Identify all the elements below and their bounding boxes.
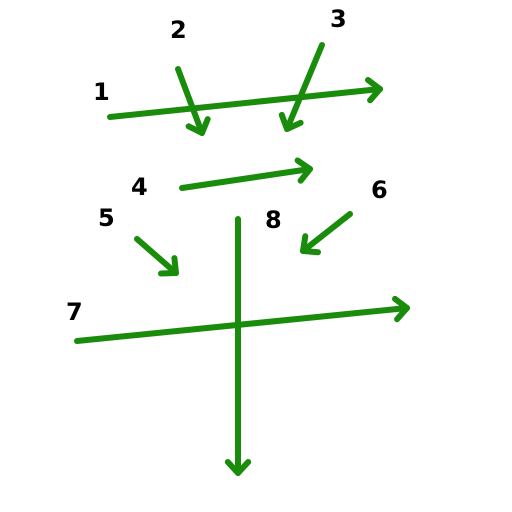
stroke-4-line [179,166,313,191]
stroke-6-arrow [300,211,353,256]
stroke-5-arrowhead-icon [158,255,179,277]
stroke-4-arrowhead-icon [294,157,313,184]
strokes-layer [74,42,410,476]
stroke-7-arrowhead-icon [392,295,410,323]
stroke-7-number-label: 7 [66,298,83,326]
stroke-6-line [300,211,353,254]
stroke-6-number-label: 6 [371,176,388,204]
stroke-2-line [175,66,205,136]
stroke-1-line [107,86,383,120]
stroke-8-arrowhead-icon [224,459,252,476]
stroke-2-number-label: 2 [170,16,187,44]
stroke-2-arrow [175,66,211,136]
stroke-7-line [74,305,410,344]
stroke-7-arrow [74,295,410,344]
stroke-3-arrowhead-icon [278,111,304,132]
stroke-5-number-label: 5 [98,204,115,232]
stroke-8-number-label: 8 [265,206,282,234]
stroke-4-number-label: 4 [131,173,148,201]
stroke-3-arrow [278,42,325,132]
stroke-4-arrow [179,157,313,191]
stroke-1-arrowhead-icon [365,77,383,104]
stroke-6-arrowhead-icon [300,233,321,256]
numbers-layer: 1 2 3 45 6 7 8 [66,5,388,326]
stroke-8-arrow [224,216,252,476]
stroke-3-number-label: 3 [330,5,347,33]
stroke-5-arrow [134,236,179,277]
stroke-1-arrow [107,77,383,120]
stroke-3-line [284,42,325,132]
stroke-5-line [134,236,179,276]
stroke-2-arrowhead-icon [185,116,211,136]
stroke-1-number-label: 1 [93,78,110,106]
